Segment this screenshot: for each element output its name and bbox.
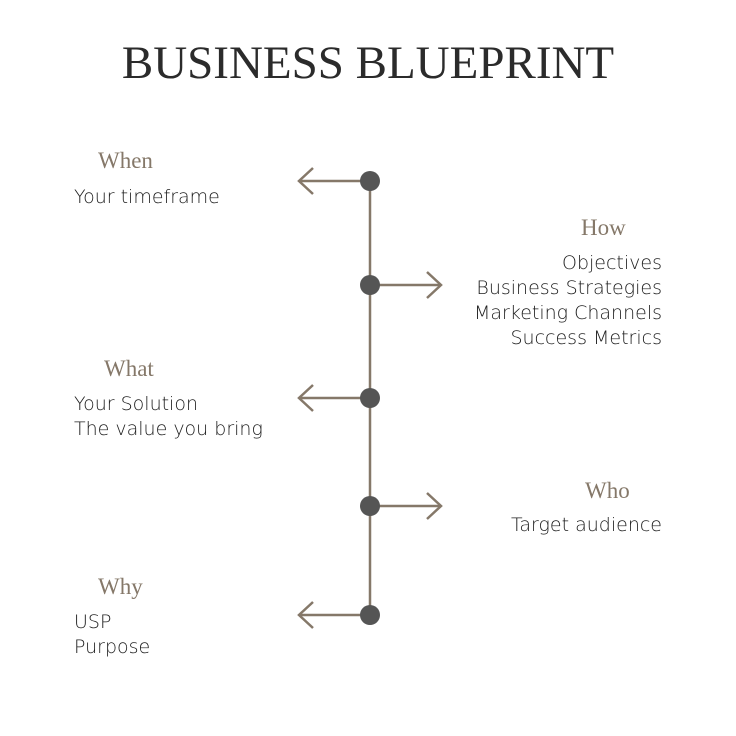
arrow-head-left <box>297 167 314 195</box>
arrow-head-left <box>297 601 314 629</box>
connector-who <box>360 492 443 520</box>
step-line: USP <box>74 611 112 633</box>
step-heading-what: What <box>104 356 154 381</box>
connector-how <box>360 271 443 299</box>
step-text-why: USP Purpose <box>74 610 150 660</box>
step-heading-why: Why <box>98 574 143 599</box>
arrow-head-right <box>426 271 443 299</box>
step-text-how: Objectives Business Strategies Marketing… <box>474 251 662 351</box>
step-text-what: Your Solution The value you bring <box>74 392 263 442</box>
timeline-node-what <box>360 388 380 408</box>
page-title: BUSINESS BLUEPRINT <box>121 37 615 89</box>
timeline-node-who <box>360 496 380 516</box>
step-line: Objectives <box>562 252 662 274</box>
connector-what <box>297 384 380 412</box>
step-line: Your Solution <box>74 393 199 415</box>
step-text-who: Target audience <box>511 513 662 538</box>
connector-why <box>297 601 380 629</box>
step-line: Purpose <box>74 636 151 658</box>
step-line: Your timeframe <box>74 186 220 208</box>
step-line: Target audience <box>510 514 662 536</box>
timeline-node-why <box>360 605 380 625</box>
step-line: Marketing Channels <box>474 302 662 324</box>
step-heading-how: How <box>581 215 626 240</box>
arrow-head-right <box>426 492 443 520</box>
step-line: The value you bring <box>74 418 263 440</box>
step-line: Success Metrics <box>510 327 663 349</box>
step-heading-who: Who <box>585 478 630 503</box>
timeline-node-when <box>360 171 380 191</box>
step-text-when: Your timeframe <box>74 185 220 210</box>
step-heading-when: When <box>98 148 153 173</box>
arrow-head-left <box>297 384 314 412</box>
connector-when <box>297 167 380 195</box>
step-line: Business Strategies <box>476 277 662 299</box>
timeline-node-how <box>360 275 380 295</box>
